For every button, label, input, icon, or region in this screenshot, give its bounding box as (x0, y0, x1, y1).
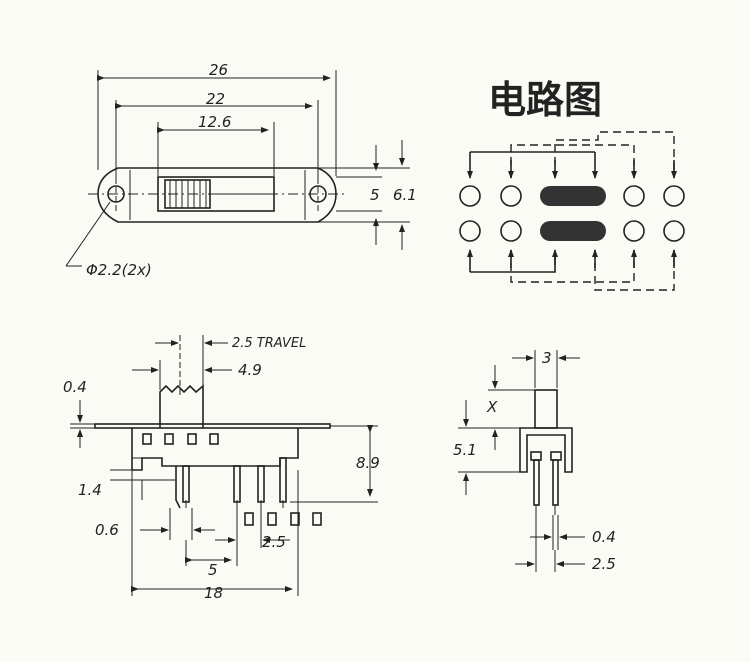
contact-bar-bottom (540, 221, 606, 241)
dim-plate-thickness: 0.4 (63, 378, 87, 396)
circuit-title: 电路图 (488, 78, 602, 122)
contact-bar-top (540, 186, 606, 206)
dim-height-inner: 5 (370, 186, 380, 204)
terminal (459, 220, 481, 242)
dim-overall-length: 26 (209, 61, 228, 79)
dim-overall-height: 8.9 (356, 454, 380, 472)
dim-knob-width-side: 3 (542, 349, 552, 367)
side-view-housing (519, 427, 573, 473)
circuit-diagram: 电路图 (459, 78, 685, 291)
dim-bottom-step: 1.4 (78, 481, 102, 499)
front-view-plate (94, 423, 331, 429)
terminal (623, 185, 645, 207)
dim-pin-width: 0.6 (95, 521, 119, 539)
dim-body-height: 5.1 (453, 441, 477, 459)
pins (175, 457, 287, 509)
top-view: 26 22 12.6 5 6.1 Φ2.2(2x) (65, 61, 417, 279)
side-view: 3 X 5.1 0.4 2.5 (453, 349, 616, 573)
dim-pin-span: 5 (208, 561, 218, 579)
dim-knob-width: 4.9 (238, 361, 262, 379)
dim-overall-length-front: 18 (204, 584, 223, 602)
terminal (500, 220, 522, 242)
terminal (459, 185, 481, 207)
terminal (623, 220, 645, 242)
dim-hole-spacing: 22 (206, 90, 225, 108)
dim-slot-length: 12.6 (198, 113, 231, 131)
terminal (663, 185, 685, 207)
dim-pin-row-spacing: 2.5 (592, 555, 616, 573)
terminal (500, 185, 522, 207)
front-view: 2.5 TRAVEL 4.9 0.4 8.9 1.4 0.6 2.5 (63, 335, 380, 602)
dim-travel: 2.5 TRAVEL (232, 336, 306, 351)
side-view-knob (534, 389, 558, 429)
front-view-body (131, 428, 299, 471)
dim-pin-thickness: 0.4 (592, 528, 616, 546)
dim-x: X (486, 398, 498, 416)
top-view-body (97, 167, 337, 223)
dim-pin-pitch: 2.5 (262, 533, 286, 551)
dim-height-outer: 6.1 (393, 186, 417, 204)
dim-hole-diameter: Φ2.2(2x) (86, 261, 152, 279)
front-view-knob (159, 384, 204, 428)
terminal (663, 220, 685, 242)
